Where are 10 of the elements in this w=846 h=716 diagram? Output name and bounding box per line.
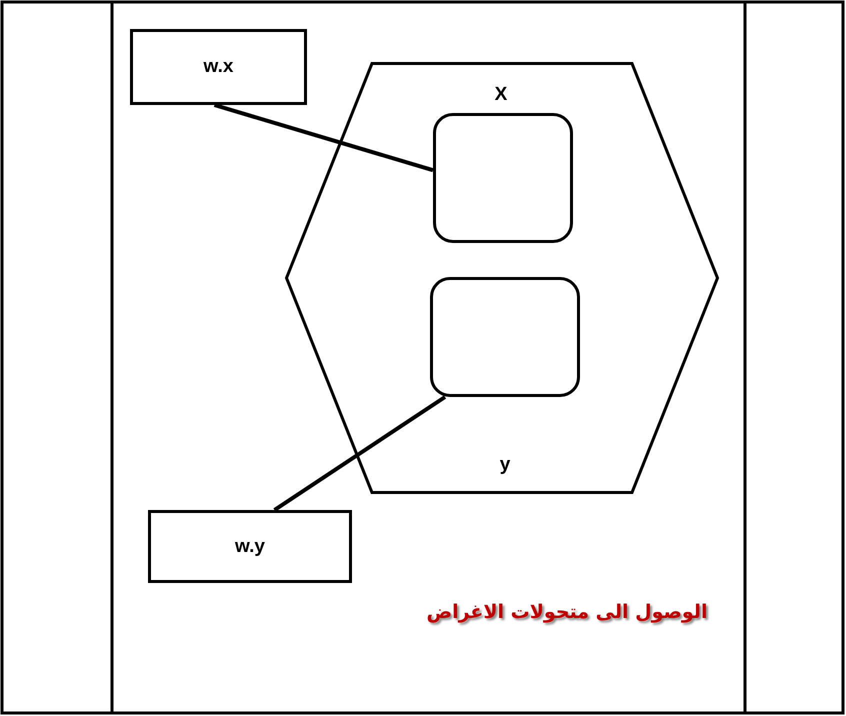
hexagon-shape — [285, 62, 719, 494]
hexagon-label: X — [494, 84, 508, 106]
rounded-box — [430, 277, 580, 397]
note-text: الوصول الى متحولات الاغراض — [426, 601, 708, 623]
hexagon-label: y — [500, 454, 510, 476]
text-box: w.x — [130, 29, 307, 105]
text-box: w.y — [148, 510, 352, 583]
rounded-box — [433, 113, 573, 243]
leader-line — [273, 395, 446, 512]
leader-line — [214, 103, 434, 172]
